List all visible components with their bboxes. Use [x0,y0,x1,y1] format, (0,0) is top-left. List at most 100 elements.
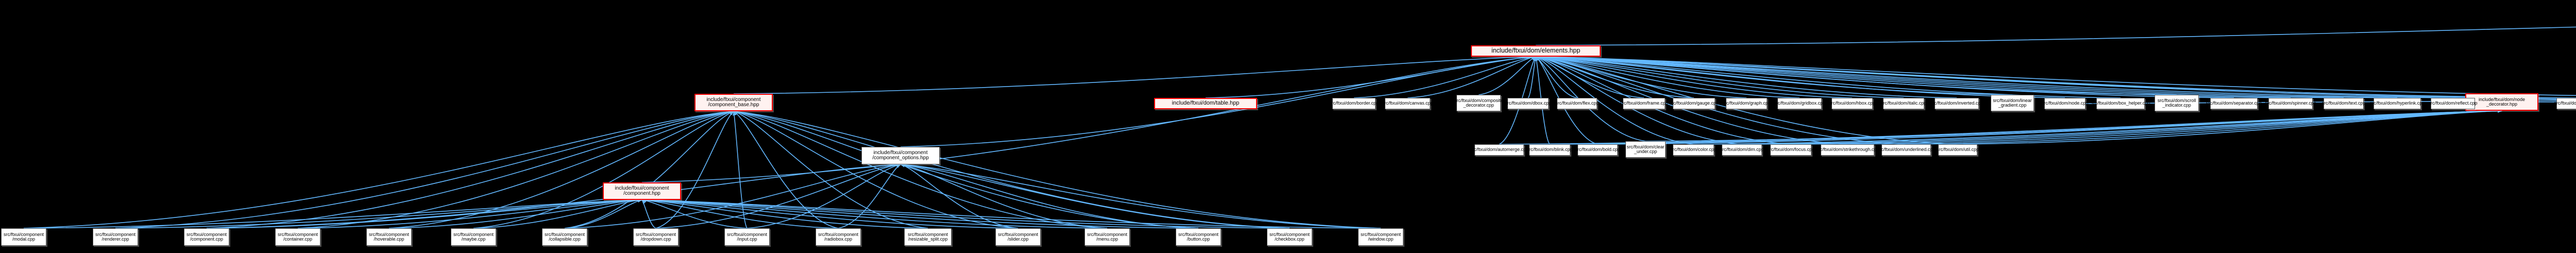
graph-edge [1535,55,2576,100]
graph-node[interactable]: src/ftxui/dom/hbox.cpp [1829,98,1875,109]
graph-node[interactable]: src/ftxui/dom/inverted.cpp [1930,98,1983,109]
graph-node[interactable]: src/ftxui/component /collapsible.cpp [542,228,587,246]
graph-edge [655,163,901,229]
graph-node[interactable]: src/ftxui/dom/box_helper.cpp [2091,98,2150,109]
graph-edge [473,198,642,229]
graph-node[interactable]: include/ftxui/dom/table.hpp [1154,98,1257,109]
graph-node[interactable]: src/ftxui/dom/separator.cpp [2206,98,2262,109]
graph-edge [1535,56,1742,145]
graph-edge [1957,109,2502,145]
graph-edge [900,163,1381,229]
graph-edge [1535,26,2576,46]
graph-edge [564,111,734,229]
graph-node[interactable]: src/ftxui/dom/spinner.cpp [2265,98,2316,109]
graph-edge [388,198,642,229]
graph-edge [1535,55,1853,98]
graph-node[interactable]: src/ftxui/dom/vbox.cpp [2554,98,2576,109]
graph-edge [115,198,642,229]
graph-node[interactable]: src/ftxui/dom/canvas.cpp [1382,98,1433,109]
graph-node[interactable]: src/ftxui/dom/automerge.cpp [1470,144,1529,156]
graph-edge [1478,56,1536,95]
graph-node[interactable]: src/ftxui/component /maybe.cpp [451,228,496,246]
graph-node[interactable]: src/ftxui/dom/node.cpp [2042,98,2088,109]
graph-edge [1535,55,1904,98]
graph-edge [388,110,734,229]
graph-node[interactable]: src/ftxui/component /slider.cpp [995,228,1041,246]
graph-node[interactable]: src/ftxui/component /window.cpp [1358,228,1403,246]
graph-node[interactable]: src/ftxui/dom/underlined.cpp [1877,144,1935,156]
edges [23,26,2576,229]
graph-edge [655,111,734,229]
graph-node[interactable]: src/ftxui/dom/text.cpp [2321,98,2366,109]
graph-node[interactable]: src/ftxui/component /container.cpp [275,228,320,246]
graph-node[interactable]: src/ftxui/component /modal.cpp [1,228,46,246]
graph-node[interactable]: include/ftxui/component /component_base.… [694,94,773,111]
graph-edge [23,198,642,229]
graph-edge [1353,55,1536,98]
graph-node[interactable]: src/ftxui/dom/dbox.cpp [1505,98,1551,109]
graph-edge [733,111,928,229]
graph-edge [1407,55,1536,98]
graph-edge [641,198,839,229]
graph-edge [1528,56,1536,98]
graph-node[interactable]: src/ftxui/dom/focus.cpp [1767,144,1815,156]
graph-node[interactable]: src/ftxui/dom/clear _under.cpp [1625,141,1666,158]
graph-edge [1549,109,2502,145]
graph-edge [900,163,1290,229]
graph-edge [473,110,734,229]
graph-edge [1535,55,2065,98]
graph-edge [206,110,734,229]
graph-node[interactable]: src/ftxui/dom/bold.cpp [1575,144,1620,156]
graph-node[interactable]: src/ftxui/dom/border.cpp [1329,98,1379,109]
graph-node[interactable]: src/ftxui/component /resizable_split.cpp [904,228,952,246]
graph-edge [900,163,1199,229]
graph-node[interactable]: src/ftxui/dom/util.cpp [1937,144,1979,156]
graph-node[interactable]: src/ftxui/dom/composite _decorator.cpp [1454,95,1503,111]
graph-edge [733,111,839,229]
graph-edge [115,110,734,229]
graph-node[interactable]: src/ftxui/component /checkbox.cpp [1267,228,1312,246]
graph-node[interactable]: include/ftxui/dom/node _decorator.hpp [2465,93,2538,111]
graph-node[interactable]: src/ftxui/dom/linear _gradient.cpp [1991,95,2034,111]
graph-node[interactable]: src/ftxui/component /menu.cpp [1084,228,1130,246]
graph-edge [564,163,901,229]
graph-node[interactable]: src/ftxui/component /radiobox.cpp [816,228,861,246]
graph-node[interactable]: src/ftxui/component /input.cpp [724,228,770,246]
graph-node[interactable]: src/ftxui/dom/hyperlink.cpp [2370,98,2425,109]
graph-edge [733,110,1019,229]
graph-node[interactable]: src/ftxui/dom/reflect.cpp [2428,98,2478,109]
graph-node[interactable]: src/ftxui/dom/blink.cpp [1527,144,1573,156]
graph-node[interactable]: include/ftxui/component /component_optio… [861,147,940,164]
graph-node[interactable]: src/ftxui/dom/frame.cpp [1620,98,1668,109]
graph-node[interactable]: src/ftxui/dom/graph.cpp [1722,98,1771,109]
graph-node[interactable]: src/ftxui/dom/strikethrough.cpp [1816,144,1879,156]
graph-edge [297,198,642,229]
graph-edge [297,110,734,229]
graph-node[interactable]: src/ftxui/dom/color.cpp [1670,144,1717,156]
graph-node[interactable]: src/ftxui/dom/gridbox.cpp [1774,98,1825,109]
graph-edge [733,110,1108,229]
graph-node[interactable]: src/ftxui/dom/gauge.cpp [1669,98,1719,109]
graph-node[interactable]: src/ftxui/component /renderer.cpp [93,228,138,246]
graph-node[interactable]: src/ftxui/dom/dim.cpp [1720,144,1764,156]
graph-edge [900,163,1108,229]
graph-node[interactable]: src/ftxui/dom/flex.cpp [1555,98,1599,109]
graph-node[interactable]: src/ftxui/component /component.cpp [184,228,229,246]
graph-node[interactable]: src/ftxui/dom/scroll _indicator.cpp [2155,95,2199,111]
graph-edge [838,164,901,229]
graph-node[interactable]: include/ftxui/dom/elements.hpp [1471,45,1601,57]
graph-node[interactable]: src/ftxui/component /button.cpp [1176,228,1221,246]
graph-node[interactable]: src/ftxui/component /hoverable.cpp [366,228,412,246]
graph-edge [1535,55,2453,98]
graph-edge [1535,56,1694,145]
graph-edge [733,55,1536,94]
graph-node[interactable]: src/ftxui/component /dropdown.cpp [633,228,679,246]
graph-edge [733,110,1381,229]
graph-node[interactable]: include/ftxui/component /component.hpp [603,182,681,200]
graph-node[interactable]: src/ftxui/dom/italic.cpp [1881,98,1926,109]
graph-edge [733,110,1199,229]
graph-edge [747,163,901,229]
graph-edge [23,110,734,229]
